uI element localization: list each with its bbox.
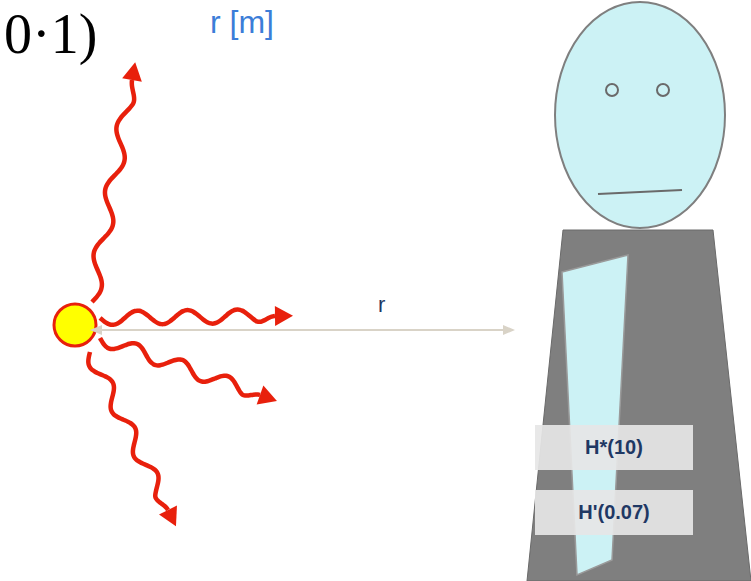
person-body bbox=[527, 230, 751, 581]
radiation-source bbox=[54, 304, 96, 346]
dose-quantity-box: H*(10) bbox=[535, 425, 693, 470]
dose-quantity-box: H'(0.07) bbox=[535, 490, 693, 535]
radiation-ray bbox=[88, 352, 168, 510]
axis-unit: r [m] bbox=[210, 4, 274, 41]
distance-label: r bbox=[378, 292, 385, 318]
person-head bbox=[555, 2, 725, 228]
arrowhead bbox=[275, 306, 293, 326]
distance-line bbox=[90, 325, 515, 335]
mouth bbox=[598, 190, 682, 194]
arrowhead bbox=[159, 506, 177, 527]
radiation-ray bbox=[100, 338, 260, 396]
eye bbox=[657, 84, 669, 96]
radiation-ray bbox=[92, 80, 134, 302]
dose-quantity-label: H'(0.07) bbox=[578, 501, 649, 524]
dose-quantity-label: H*(10) bbox=[585, 436, 643, 459]
eye bbox=[606, 84, 618, 96]
radiation-rays bbox=[88, 62, 293, 526]
arrowhead bbox=[122, 62, 142, 81]
formula-fragment: 0·1) bbox=[4, 2, 97, 66]
arrowhead bbox=[257, 386, 277, 405]
radiation-ray bbox=[100, 310, 275, 325]
